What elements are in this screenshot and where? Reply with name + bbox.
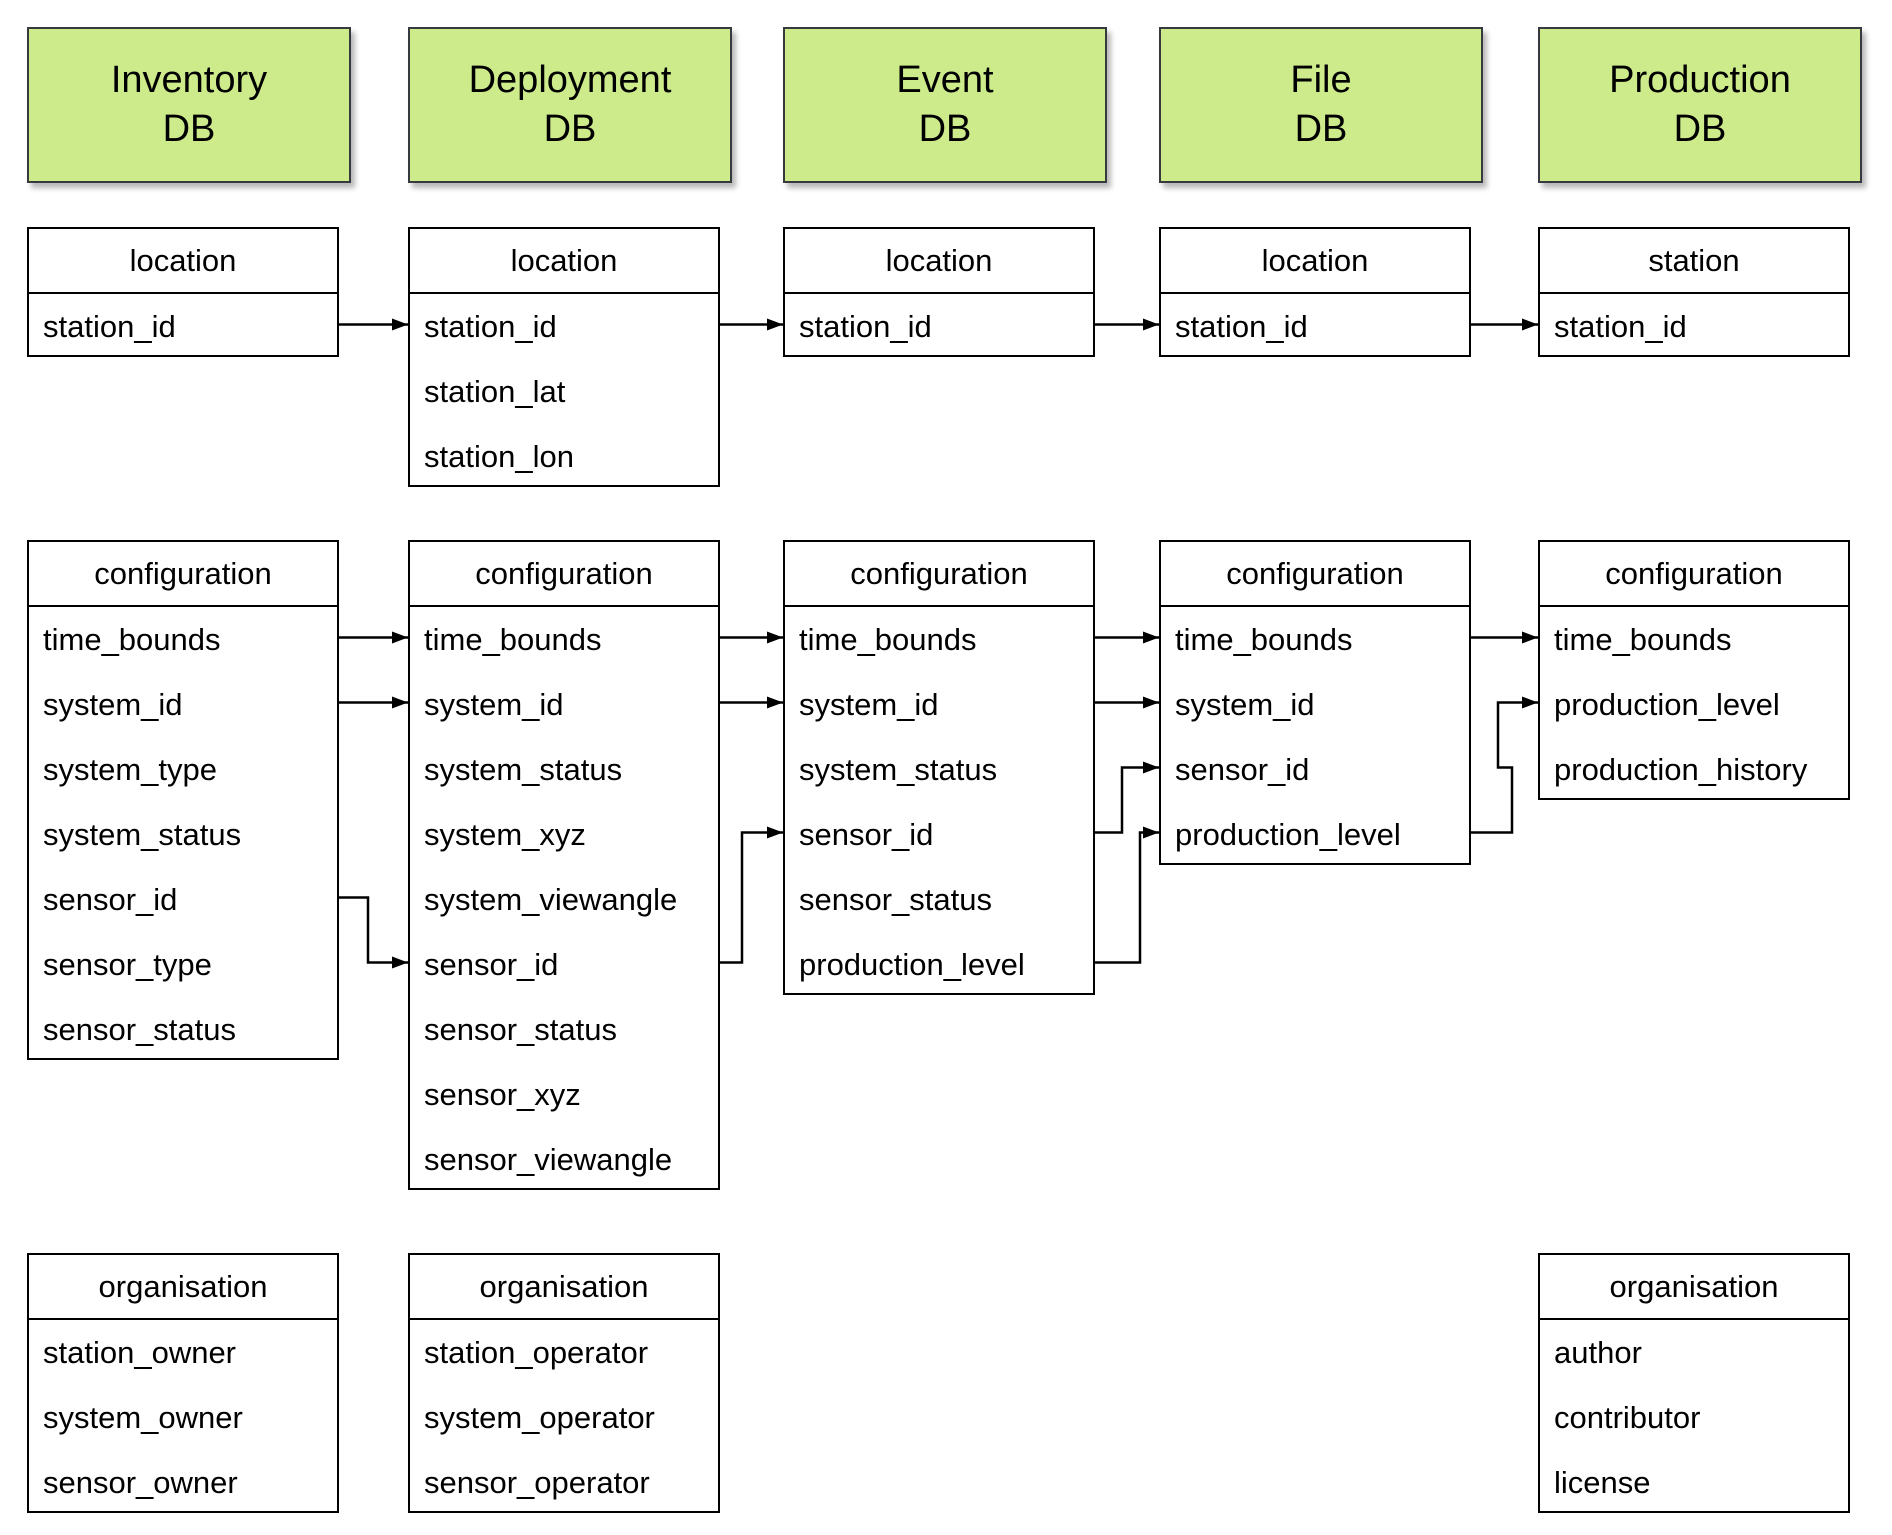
table-field: station_operator [424, 1334, 649, 1370]
table-field: station_id [43, 308, 176, 344]
table-field: station_id [799, 308, 932, 344]
table-deployment-configuration: configuration time_bounds system_id system_… [408, 540, 720, 1190]
arrow-event-configuration-production_level-to-file-configuration-production_level [1095, 826, 1159, 964]
table-field: system_status [424, 751, 623, 787]
table-name: configuration [1161, 542, 1469, 607]
table-field: production_level [1554, 686, 1780, 722]
table-production-configuration: configuration time_bounds production_level… [1538, 540, 1850, 800]
db-title-line: Event [896, 58, 994, 101]
table-name: location [785, 229, 1093, 294]
db-title-line: DB [1294, 108, 1348, 150]
table-field: sensor_id [799, 816, 934, 852]
table-field: system_id [424, 686, 564, 722]
table-field: system_status [43, 816, 242, 852]
table-field: station_id [1554, 308, 1687, 344]
db-title-line: DB [543, 108, 597, 150]
table-name: configuration [410, 542, 718, 607]
table-field: station_lon [424, 438, 574, 474]
table-event-location: location station_id [783, 227, 1095, 357]
table-name: configuration [29, 542, 337, 607]
table-field: system_status [799, 751, 998, 787]
db-title-line: Deployment [468, 58, 672, 101]
table-field: system_id [1175, 686, 1315, 722]
table-field: sensor_id [43, 881, 178, 917]
table-deployment-organisation: organisation station_operator system_opera… [408, 1253, 720, 1513]
table-field: time_bounds [424, 621, 602, 657]
table-name: configuration [1540, 542, 1848, 607]
db-title-line: Inventory [110, 58, 268, 101]
arrow-event-configuration-sensor_id-to-file-configuration-sensor_id [1095, 761, 1159, 834]
arrow-deployment-configuration-sensor_id-to-event-configuration-sensor_id [720, 826, 783, 964]
arrow-inventory-configuration-sensor_id-to-deployment-configuration-sensor_id [339, 896, 408, 969]
table-field: system_id [799, 686, 939, 722]
table-name: location [410, 229, 718, 294]
table-field: author [1554, 1334, 1642, 1370]
db-title-line: DB [1673, 108, 1727, 150]
table-field: system_viewangle [424, 881, 678, 917]
db-title-line: DB [162, 108, 216, 150]
table-field: sensor_status [43, 1011, 236, 1047]
table-name: location [29, 229, 337, 294]
table-field: license [1554, 1464, 1651, 1500]
table-field: sensor_owner [43, 1464, 238, 1500]
table-field: time_bounds [1175, 621, 1353, 657]
table-field: time_bounds [1554, 621, 1732, 657]
table-field: sensor_id [424, 946, 559, 982]
table-inventory-configuration: configuration time_bounds system_id system_… [27, 540, 339, 1060]
db-title-line: Production [1609, 58, 1791, 101]
table-field: sensor_xyz [424, 1076, 581, 1112]
table-event-configuration: configuration time_bounds system_id system_… [783, 540, 1095, 995]
table-field: station_owner [43, 1334, 237, 1370]
table-field: sensor_type [43, 946, 212, 982]
table-field: system_id [43, 686, 183, 722]
table-field: production_history [1554, 751, 1808, 787]
table-field: sensor_viewangle [424, 1141, 673, 1177]
table-field: system_owner [43, 1399, 243, 1435]
table-field: station_lat [424, 373, 566, 409]
table-name: configuration [785, 542, 1093, 607]
table-field: system_xyz [424, 816, 586, 852]
table-field: contributor [1554, 1399, 1701, 1435]
table-field: sensor_status [799, 881, 992, 917]
db-title-line: File [1290, 58, 1352, 101]
table-deployment-location: location station_id station_lat station_lon [408, 227, 720, 487]
table-file-configuration: configuration time_bounds system_id sensor_… [1159, 540, 1471, 865]
db-title-line: DB [918, 108, 972, 150]
table-name: location [1161, 229, 1469, 294]
table-field: station_id [424, 308, 557, 344]
table-field: time_bounds [43, 621, 221, 657]
table-file-location: location station_id [1159, 227, 1471, 357]
table-field: sensor_status [424, 1011, 617, 1047]
table-field: production_level [1175, 816, 1401, 852]
arrow-file-configuration-production_level-to-production-configuration-production_level [1471, 696, 1538, 834]
table-production-organisation: organisation author contributor license [1538, 1253, 1850, 1513]
table-inventory-location: location station_id [27, 227, 339, 357]
table-production-station: station station_id [1538, 227, 1850, 357]
table-name: organisation [410, 1255, 718, 1320]
table-name: organisation [29, 1255, 337, 1320]
table-field: sensor_id [1175, 751, 1310, 787]
table-name: station [1540, 229, 1848, 294]
table-field: system_operator [424, 1399, 655, 1435]
table-field: time_bounds [799, 621, 977, 657]
table-name: organisation [1540, 1255, 1848, 1320]
table-field: sensor_operator [424, 1464, 650, 1500]
table-field: station_id [1175, 308, 1308, 344]
table-field: system_type [43, 751, 218, 787]
table-field: production_level [799, 946, 1025, 982]
